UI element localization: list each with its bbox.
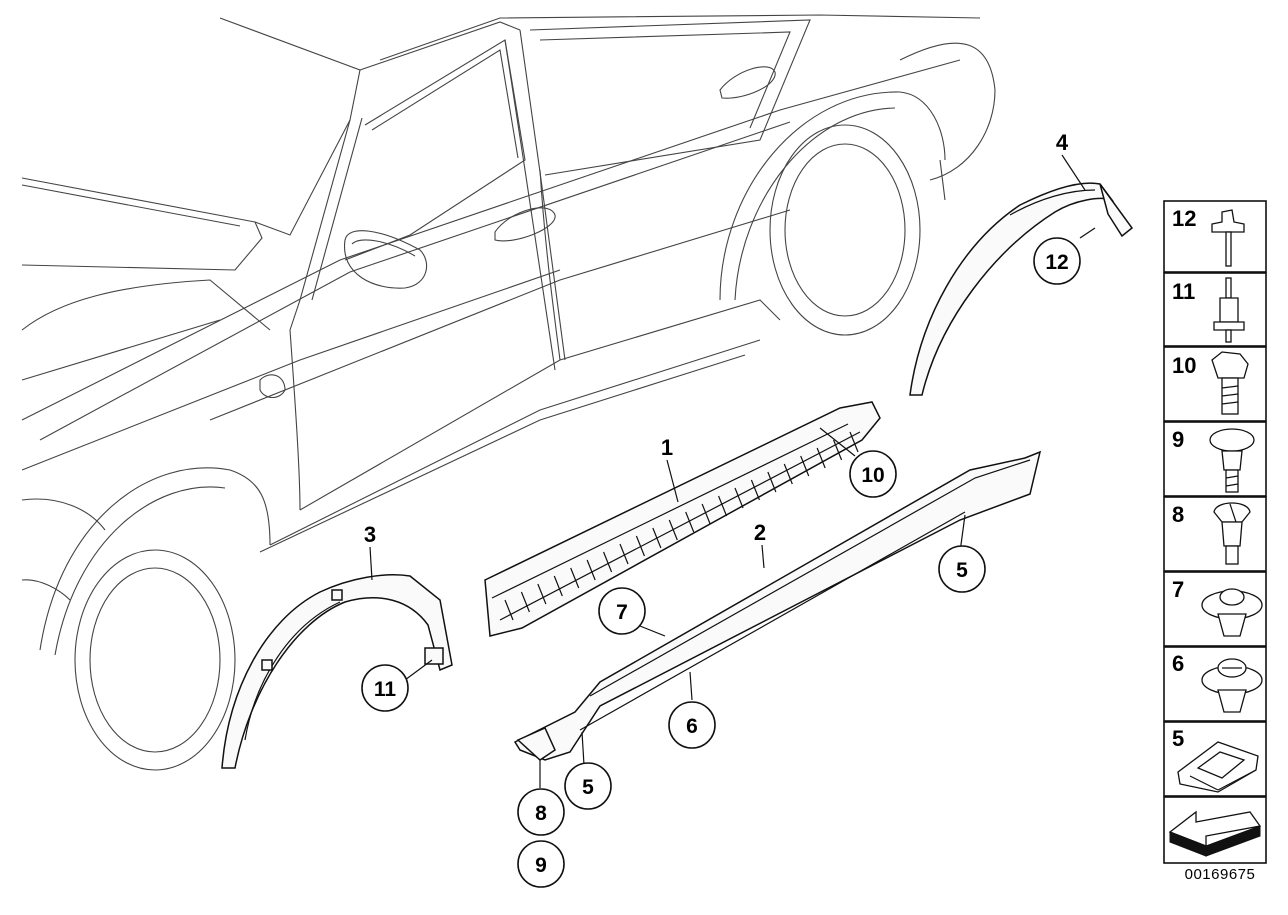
svg-text:5: 5 bbox=[582, 776, 594, 799]
rail-rib bbox=[783, 463, 793, 485]
rail-rib bbox=[767, 471, 777, 493]
legend-cell-9: 9 bbox=[1163, 421, 1267, 497]
legend-cell-arrow bbox=[1163, 796, 1267, 864]
rail-rib bbox=[586, 559, 596, 581]
rail-rib bbox=[603, 551, 613, 573]
circled-callout-12: 12 bbox=[1033, 237, 1081, 285]
svg-text:9: 9 bbox=[535, 854, 547, 877]
circled-callout-5-right: 5 bbox=[938, 545, 986, 593]
rail-rib bbox=[833, 439, 843, 461]
svg-text:11: 11 bbox=[1172, 279, 1195, 304]
svg-text:12: 12 bbox=[1172, 206, 1196, 231]
vehicle-outline bbox=[21, 14, 996, 771]
svg-text:12: 12 bbox=[1045, 251, 1068, 274]
side-sill-cover bbox=[513, 450, 1042, 761]
front-wheel-arch-trim bbox=[221, 574, 453, 769]
rail-rib bbox=[619, 543, 629, 565]
svg-text:8: 8 bbox=[535, 802, 547, 825]
circled-callout-10: 10 bbox=[849, 450, 897, 498]
rail-rib bbox=[553, 575, 563, 597]
svg-text:5: 5 bbox=[956, 559, 968, 582]
rail-rib bbox=[816, 447, 826, 469]
rail-rib bbox=[537, 583, 547, 605]
fastener-legend: 12 11 10 bbox=[1163, 200, 1267, 864]
circled-callout-5-left: 5 bbox=[564, 762, 612, 810]
legend-cell-6: 6 bbox=[1163, 646, 1267, 722]
bracket-icon bbox=[1177, 741, 1259, 793]
blind-rivet-icon bbox=[1213, 277, 1245, 343]
blind-rivet-icon bbox=[1211, 209, 1245, 267]
callout-2: 2 bbox=[754, 520, 766, 545]
clip-icon bbox=[1201, 588, 1263, 637]
rail-rib bbox=[570, 567, 580, 589]
rail-rib bbox=[652, 527, 662, 549]
callout-4: 4 bbox=[1056, 130, 1069, 155]
rear-wheel-arch-trim bbox=[909, 182, 1134, 396]
circled-callout-7: 7 bbox=[598, 587, 646, 635]
sill-support-rail bbox=[484, 401, 881, 637]
rail-rib bbox=[800, 455, 810, 477]
svg-text:6: 6 bbox=[686, 715, 698, 738]
svg-text:10: 10 bbox=[1172, 353, 1196, 378]
rail-rib bbox=[520, 591, 530, 613]
rail-rib bbox=[849, 431, 859, 453]
rail-rib bbox=[504, 599, 514, 621]
rail-rib bbox=[734, 487, 744, 509]
arrow-icon bbox=[1168, 810, 1262, 857]
leader-lines bbox=[369, 154, 1096, 788]
legend-cell-5: 5 bbox=[1163, 721, 1267, 797]
svg-text:7: 7 bbox=[616, 601, 628, 624]
legend-cell-10: 10 bbox=[1163, 346, 1267, 422]
rail-rib bbox=[750, 479, 760, 501]
svg-text:11: 11 bbox=[374, 678, 397, 701]
callout-1: 1 bbox=[661, 435, 673, 460]
circled-callout-8: 8 bbox=[517, 788, 565, 836]
rail-rib bbox=[668, 519, 678, 541]
legend-cell-11: 11 bbox=[1163, 272, 1267, 347]
legend-cell-7: 7 bbox=[1163, 571, 1267, 647]
svg-text:10: 10 bbox=[861, 464, 884, 487]
expanding-rivet-icon bbox=[1209, 428, 1255, 493]
clip-icon bbox=[1201, 658, 1263, 713]
spreader-rivet-icon bbox=[1213, 502, 1251, 565]
rail-rib bbox=[685, 511, 695, 533]
circled-callout-9: 9 bbox=[517, 840, 565, 888]
document-id: 00169675 bbox=[1184, 866, 1256, 883]
rail-rib bbox=[635, 535, 645, 557]
svg-text:8: 8 bbox=[1172, 502, 1184, 527]
callout-3: 3 bbox=[364, 522, 376, 547]
svg-text:5: 5 bbox=[1172, 726, 1184, 751]
legend-cell-12: 12 bbox=[1163, 200, 1267, 273]
rail-rib bbox=[701, 503, 711, 525]
legend-cell-8: 8 bbox=[1163, 496, 1267, 572]
svg-text:6: 6 bbox=[1172, 651, 1184, 676]
circled-callout-6: 6 bbox=[668, 701, 716, 749]
svg-text:9: 9 bbox=[1172, 427, 1184, 452]
rail-rib bbox=[718, 495, 728, 517]
svg-text:7: 7 bbox=[1172, 577, 1184, 602]
hex-bolt-icon bbox=[1211, 351, 1249, 415]
circled-callout-11: 11 bbox=[361, 664, 409, 712]
